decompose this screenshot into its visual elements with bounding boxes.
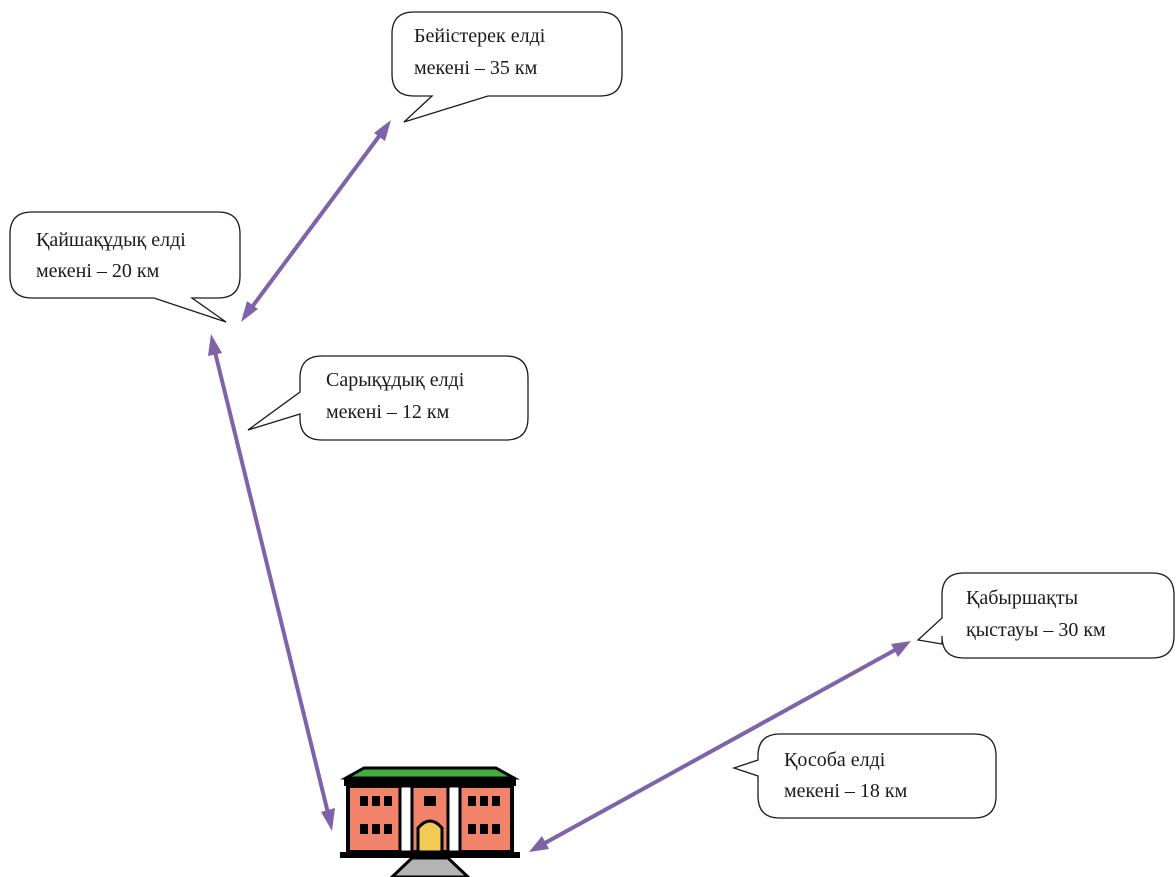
callout-beistere-bubble: [391, 11, 623, 123]
callout-kosoba: Қособа елді мекені – 18 км: [731, 733, 997, 819]
callout-sarykudyk: Сарықұдық елді мекені – 12 км: [247, 355, 529, 441]
school-roof: [340, 766, 520, 780]
callout-kaishakudyk: Қайшақұдық елді мекені – 20 км: [9, 211, 241, 323]
school-door: [416, 819, 444, 854]
arrowhead-icon: [374, 120, 391, 141]
callout-kaishakudyk-bubble: [9, 211, 241, 323]
callout-sarykudyk-line2: мекені – 12 км: [326, 401, 450, 423]
callout-kabyrshakty-bubble: [916, 572, 1175, 659]
route-school-kabyrshakty: [529, 641, 911, 852]
route-school-kaishakudyk: [208, 334, 335, 831]
school-base: [340, 852, 520, 858]
callout-beistere-line2: мекені – 35 км: [414, 57, 538, 79]
callout-kosoba-line1: Қособа елді: [784, 749, 886, 771]
arrowhead-icon: [208, 334, 222, 356]
school-roof-base: [344, 778, 516, 786]
callout-kabyrshakty-line1: Қабыршақты: [966, 587, 1078, 609]
school-pillar-left: [398, 784, 414, 854]
callout-kabyrshakty-line2: қыстауы – 30 км: [966, 619, 1106, 641]
callout-beistere-line1: Бейістерек елді: [414, 25, 546, 47]
callout-kosoba-line2: мекені – 18 км: [784, 780, 908, 802]
callout-kabyrshakty: Қабыршақты қыстауы – 30 км: [916, 572, 1175, 659]
arrowhead-icon: [321, 808, 335, 831]
callout-sarykudyk-line1: Сарықұдық елді: [326, 369, 465, 391]
arrowhead-icon: [891, 641, 911, 657]
school-walkway: [389, 856, 471, 877]
school-pillar-right: [446, 784, 462, 854]
callout-kaishakudyk-line1: Қайшақұдық елді: [36, 229, 186, 251]
school-windows: [360, 796, 500, 834]
arrowhead-icon: [241, 301, 258, 322]
callout-beistere: Бейістерек елді мекені – 35 км: [391, 11, 623, 123]
arrowhead-icon: [529, 836, 549, 852]
callout-kaishakudyk-line2: мекені – 20 км: [36, 260, 160, 282]
callout-sarykudyk-bubble: [247, 355, 529, 441]
school-building-icon: [340, 766, 520, 877]
route-kaishakudyk-beistere: [241, 120, 391, 322]
callout-kosoba-bubble: [731, 733, 997, 819]
